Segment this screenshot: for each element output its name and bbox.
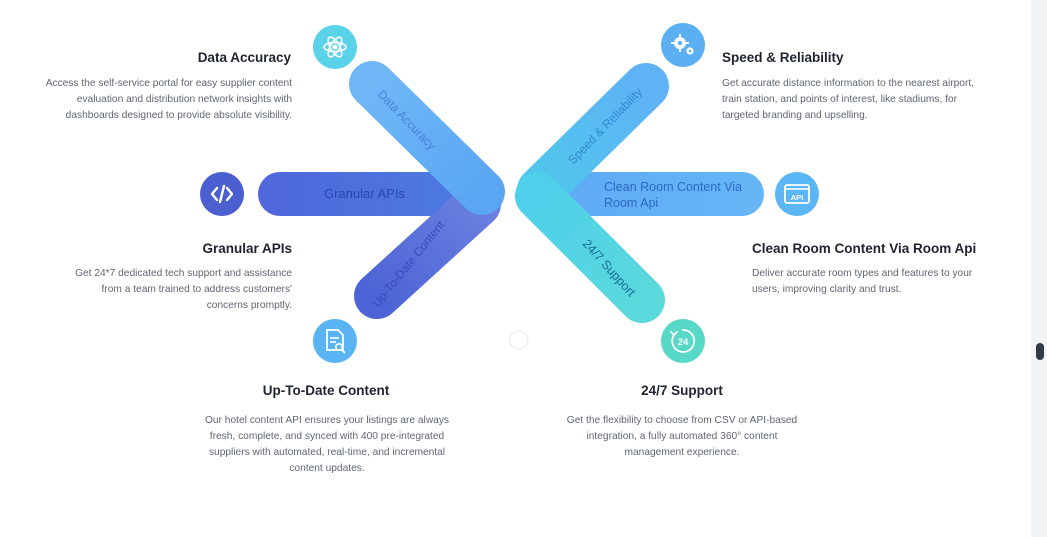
- api-icon: API: [775, 172, 819, 216]
- scrollbar-track[interactable]: [1031, 0, 1047, 537]
- desc-data-accuracy: Access the self-service portal for easy …: [45, 78, 292, 121]
- title-up-to-date: Up-To-Date Content: [262, 383, 390, 398]
- desc-up-to-date: Our hotel content API ensures your listi…: [204, 415, 450, 474]
- band-up-to-date: Up-To-Date Content: [354, 181, 501, 319]
- band-granular-apis: Granular APIs: [258, 172, 488, 216]
- title-speed-reliability: Speed & Reliability: [722, 50, 844, 65]
- title-data-accuracy: Data Accuracy: [197, 50, 291, 65]
- band-clean-room: Clean Room Content Via Room Api: [540, 172, 764, 216]
- desc-speed-reliability: Get accurate distance information to the…: [722, 78, 974, 121]
- document-search-icon: [313, 319, 357, 363]
- scrollbar-thumb[interactable]: [1036, 343, 1044, 360]
- desc-support: Get the flexibility to choose from CSV o…: [566, 415, 798, 458]
- gears-icon: [661, 23, 705, 67]
- code-icon: [200, 172, 244, 216]
- band-label-granular-apis: Granular APIs: [324, 186, 405, 201]
- atom-icon: [313, 25, 357, 69]
- title-granular-apis: Granular APIs: [202, 241, 292, 256]
- band-label-clean-room-1: Clean Room Content Via: [604, 180, 742, 194]
- center-dot: [509, 330, 529, 350]
- clock-24-icon-text: 24: [678, 337, 689, 348]
- desc-clean-room: Deliver accurate room types and features…: [752, 268, 973, 295]
- clock-24-icon: 24: [661, 319, 705, 363]
- title-support: 24/7 Support: [641, 383, 723, 398]
- desc-granular-apis: Get 24*7 dedicated tech support and assi…: [75, 268, 292, 311]
- api-icon-text: API: [791, 193, 804, 202]
- band-label-clean-room-2: Room Api: [604, 196, 658, 210]
- title-clean-room: Clean Room Content Via Room Api: [752, 241, 977, 256]
